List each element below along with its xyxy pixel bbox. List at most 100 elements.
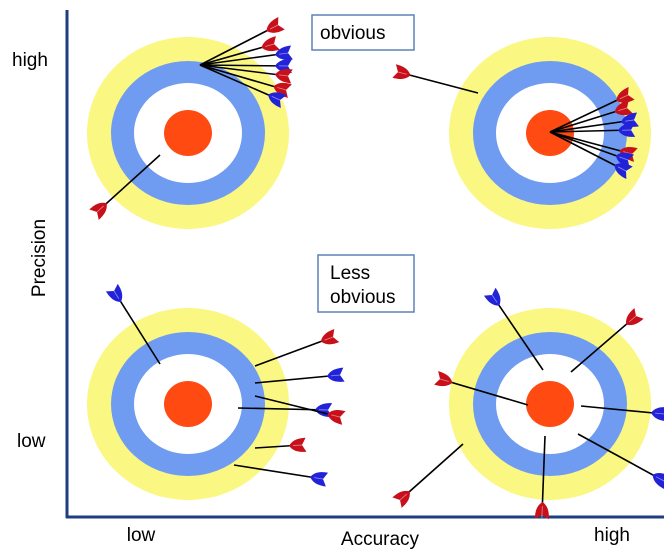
arrow-shaft	[199, 64, 289, 67]
arrow-fletching	[392, 490, 410, 508]
arrow-red	[392, 443, 464, 508]
arrow-shaft	[199, 64, 281, 101]
arrow-fletching	[89, 202, 107, 220]
target-low-accuracy-high-precision	[87, 37, 289, 229]
x-axis-label: Accuracy	[341, 529, 420, 550]
arrow-red	[199, 16, 285, 66]
arrow-fletching	[616, 86, 635, 103]
arrow-shaft	[549, 131, 633, 155]
arrow-fletching	[614, 100, 633, 116]
arrow-red	[89, 154, 161, 220]
arrows-layer	[89, 16, 664, 520]
arrow-shaft	[254, 336, 334, 367]
arrow-shaft	[96, 154, 161, 213]
arrow-shaft	[580, 405, 664, 415]
arrow-fletching	[266, 16, 285, 33]
arrow-fletching	[651, 407, 664, 422]
arrow-fletching	[615, 152, 635, 168]
arrow-fletching	[320, 329, 340, 345]
arrow-blue	[199, 64, 287, 109]
arrow-fletching	[652, 473, 664, 490]
arrow-fletching	[483, 287, 501, 306]
arrow-red	[199, 36, 280, 66]
arrow-fletching	[534, 502, 549, 520]
callout-less-obvious: Less obvious	[317, 254, 415, 313]
arrow-fletching	[273, 82, 292, 98]
target-high-accuracy-high-precision	[449, 37, 651, 229]
callout-less-obvious-line2: obvious	[330, 287, 396, 308]
arrow-shaft	[549, 131, 629, 161]
arrow-shaft	[113, 290, 161, 365]
arrow-fletching	[268, 92, 287, 109]
arrow-fletching	[261, 36, 280, 52]
arrow-red	[254, 437, 307, 452]
arrow-red	[570, 308, 644, 373]
arrow-blue	[233, 464, 329, 487]
arrow-blue	[105, 283, 161, 365]
arrow-shaft	[549, 119, 635, 133]
arrow-blue	[483, 287, 544, 371]
arrow-red	[549, 100, 633, 133]
arrow-shaft	[199, 52, 289, 66]
arrow-fletching	[310, 472, 329, 487]
arrow-shaft	[541, 435, 546, 516]
callout-obvious: obvious	[311, 14, 415, 51]
arrow-shaft	[199, 24, 279, 66]
arrow-shaft	[233, 464, 324, 480]
arrow-shaft	[549, 129, 632, 133]
arrow-red	[392, 64, 479, 94]
target-bullseye	[526, 110, 574, 156]
arrow-fletching	[105, 283, 123, 302]
arrow-blue	[549, 131, 633, 180]
arrow-fletching	[434, 371, 453, 387]
target-high-accuracy-low-precision	[449, 308, 651, 500]
arrow-red	[549, 86, 635, 133]
arrow-shaft	[199, 64, 289, 77]
arrow-fletching	[275, 69, 293, 84]
targets-layer	[87, 37, 651, 500]
arrow-shaft	[577, 433, 664, 482]
arrow-blue	[580, 405, 664, 422]
arrow-shaft	[199, 64, 287, 91]
x-tick-low: low	[127, 525, 156, 546]
arrow-shaft	[399, 443, 464, 501]
arrow-blue	[254, 367, 345, 384]
arrow-shaft	[439, 378, 529, 406]
y-axis-label: Precision	[29, 219, 50, 297]
arrow-shaft	[254, 395, 341, 418]
y-tick-low: low	[17, 431, 46, 452]
target-bullseye	[526, 381, 574, 427]
arrow-red	[434, 371, 529, 406]
arrow-red	[254, 329, 340, 367]
arrow-fletching	[614, 163, 633, 180]
y-tick-high: high	[12, 50, 48, 71]
arrow-fletching	[289, 437, 307, 452]
arrow-shaft	[549, 131, 627, 172]
arrow-shaft	[254, 374, 341, 384]
arrow-fletching	[626, 308, 644, 326]
arrow-fletching	[392, 64, 411, 80]
arrow-blue	[577, 433, 664, 490]
x-tick-high: high	[594, 525, 630, 546]
arrow-shaft	[570, 315, 637, 373]
target-bullseye	[164, 110, 212, 156]
arrow-red	[534, 435, 549, 520]
callout-less-obvious-line1: Less	[330, 263, 370, 284]
arrow-shaft	[549, 107, 628, 133]
arrow-shaft	[549, 94, 629, 133]
target-bullseye	[164, 381, 212, 427]
arrow-fletching	[327, 367, 345, 382]
callout-obvious-text: obvious	[320, 23, 386, 44]
arrow-red	[254, 395, 346, 425]
arrow-blue	[549, 131, 635, 168]
arrow-fletching	[327, 410, 346, 425]
arrow-blue	[549, 122, 636, 137]
arrow-fletching	[275, 45, 293, 60]
arrow-blue	[199, 45, 293, 66]
arrow-red	[199, 64, 292, 98]
arrow-shaft	[491, 294, 544, 371]
target-low-accuracy-low-precision	[87, 308, 289, 500]
arrow-shaft	[397, 71, 479, 94]
arrow-fletching	[618, 122, 636, 137]
